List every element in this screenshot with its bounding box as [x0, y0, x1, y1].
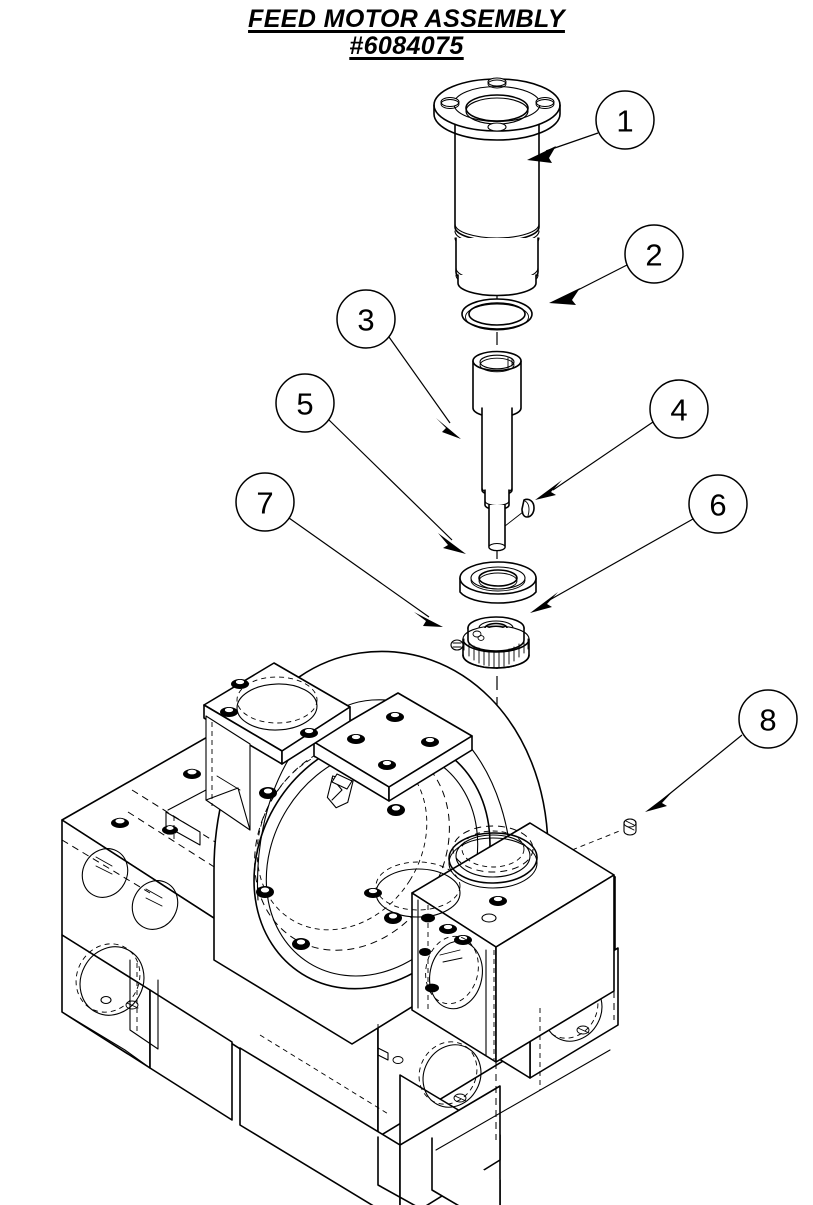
arrowhead-6 [530, 592, 558, 613]
leader-4 [552, 421, 654, 491]
component-pinion-gear [462, 616, 530, 669]
component-feed-motor [433, 77, 561, 297]
leader-6 [545, 518, 694, 603]
callout-number-5: 5 [296, 387, 313, 422]
component-set-screw [450, 639, 464, 651]
arrowhead-1 [527, 146, 556, 163]
gearbox-housing-casting [61, 650, 619, 1205]
arrowhead-3 [436, 418, 461, 439]
component-woodruff-key [504, 498, 535, 527]
component-o-ring [461, 298, 533, 331]
balloon-callouts: 1 2 3 4 5 [235, 90, 798, 812]
component-ball-bearing [459, 561, 537, 604]
arrowhead-5 [438, 533, 466, 554]
leader-7 [288, 517, 430, 618]
callout-balloon-8[interactable]: 8 [738, 689, 798, 749]
arrowhead-7 [414, 612, 443, 627]
callout-balloon-1[interactable]: 1 [595, 90, 655, 150]
callout-balloon-6[interactable]: 6 [688, 474, 748, 534]
callout-balloon-5[interactable]: 5 [275, 373, 335, 433]
mount-pad-bolts [347, 711, 439, 770]
leader-8 [661, 734, 743, 801]
arrowhead-4 [535, 480, 562, 500]
callout-balloon-7[interactable]: 7 [235, 472, 295, 532]
leader-2 [569, 264, 628, 295]
callout-balloon-2[interactable]: 2 [624, 224, 684, 284]
callout-number-2: 2 [645, 238, 662, 273]
callout-balloon-4[interactable]: 4 [649, 379, 709, 439]
callout-number-8: 8 [759, 703, 776, 738]
callout-number-3: 3 [357, 303, 374, 338]
leader-5 [328, 419, 453, 541]
callout-number-7: 7 [256, 486, 273, 521]
callout-number-4: 4 [670, 393, 687, 428]
component-motor-shaft [472, 350, 522, 552]
arrowhead-8 [645, 790, 674, 812]
callout-number-1: 1 [616, 104, 633, 139]
callout-balloon-3[interactable]: 3 [336, 289, 396, 349]
arrowhead-2 [549, 288, 580, 305]
leader-3 [388, 336, 451, 424]
callout-number-6: 6 [709, 488, 726, 523]
